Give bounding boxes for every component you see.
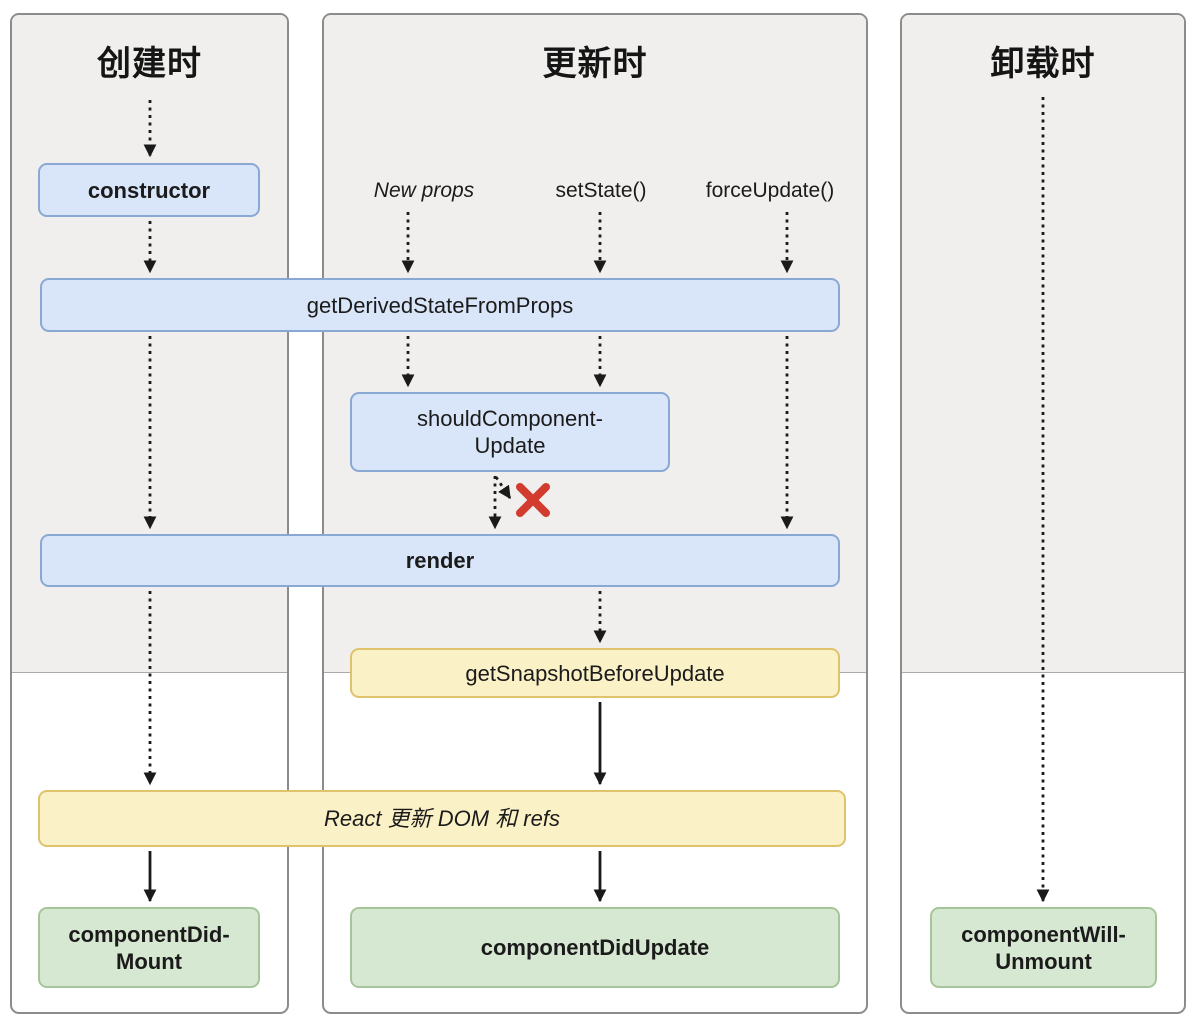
should-component-update-label-line2: Update — [474, 433, 546, 458]
component-will-unmount-label-line1: componentWill- — [961, 921, 1126, 947]
react-updates-dom-label: React 更新 DOM 和 refs — [324, 806, 560, 831]
unmounting-render-phase-area — [902, 15, 1184, 673]
unmounting-column-panel — [900, 13, 1186, 1014]
component-did-mount-box: componentDid- Mount — [38, 907, 260, 988]
column-title-mounting: 创建时 — [97, 45, 202, 83]
component-will-unmount-label-line2: Unmount — [995, 948, 1092, 974]
force-update-label: forceUpdate() — [705, 179, 835, 202]
get-snapshot-before-update-box: getSnapshotBeforeUpdate — [350, 648, 840, 698]
updating-column-panel — [322, 13, 868, 1014]
should-component-update-box: shouldComponent- Update — [350, 392, 670, 472]
react-updates-dom-box: React 更新 DOM 和 refs — [38, 790, 846, 847]
get-derived-state-from-props-box: getDerivedStateFromProps — [40, 278, 840, 332]
component-will-unmount-box: componentWill- Unmount — [930, 907, 1157, 988]
component-did-update-box: componentDidUpdate — [350, 907, 840, 988]
new-props-label: New props — [373, 179, 475, 202]
render-label: render — [405, 548, 475, 573]
component-did-update-label: componentDidUpdate — [480, 935, 710, 960]
column-title-unmounting: 卸载时 — [990, 45, 1096, 83]
set-state-label: setState() — [555, 179, 647, 202]
component-did-mount-label-line2: Mount — [116, 948, 182, 974]
component-did-mount-label-line1: componentDid- — [68, 921, 230, 947]
constructor-box: constructor — [38, 163, 260, 217]
render-box: render — [40, 534, 840, 587]
should-component-update-label-line1: shouldComponent- — [417, 406, 603, 431]
column-title-updating: 更新时 — [542, 45, 648, 83]
constructor-label: constructor — [87, 177, 211, 203]
get-derived-state-from-props-label: getDerivedStateFromProps — [306, 292, 574, 318]
get-snapshot-before-update-label: getSnapshotBeforeUpdate — [465, 660, 725, 686]
